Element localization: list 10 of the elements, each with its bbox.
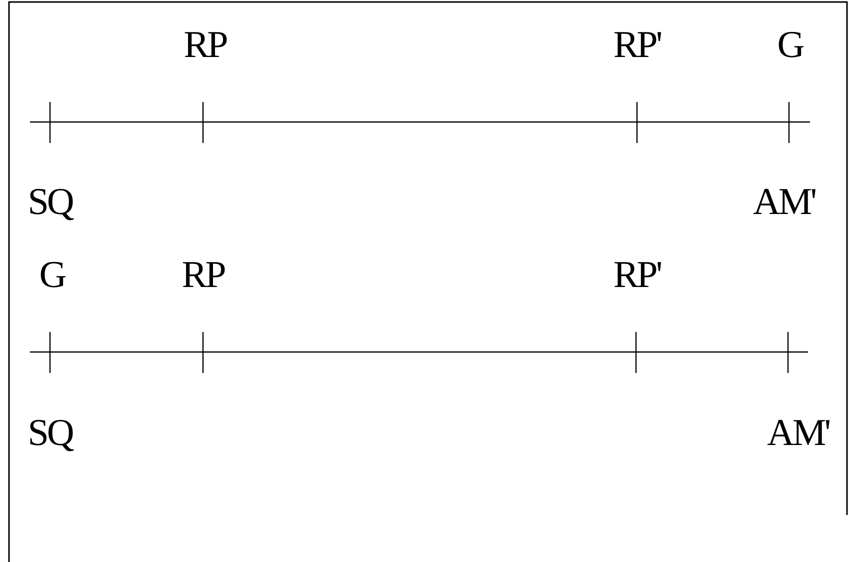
point-label: SQ bbox=[28, 414, 72, 452]
point-label: G bbox=[39, 256, 65, 294]
point-label: RP bbox=[184, 26, 226, 64]
point-label: RP bbox=[182, 256, 224, 294]
point-label: AM' bbox=[752, 183, 816, 221]
point-label: RP' bbox=[613, 26, 661, 64]
point-label: G bbox=[777, 26, 803, 64]
point-label: RP' bbox=[613, 256, 661, 294]
point-label: SQ bbox=[28, 183, 72, 221]
point-label: AM' bbox=[766, 414, 830, 452]
